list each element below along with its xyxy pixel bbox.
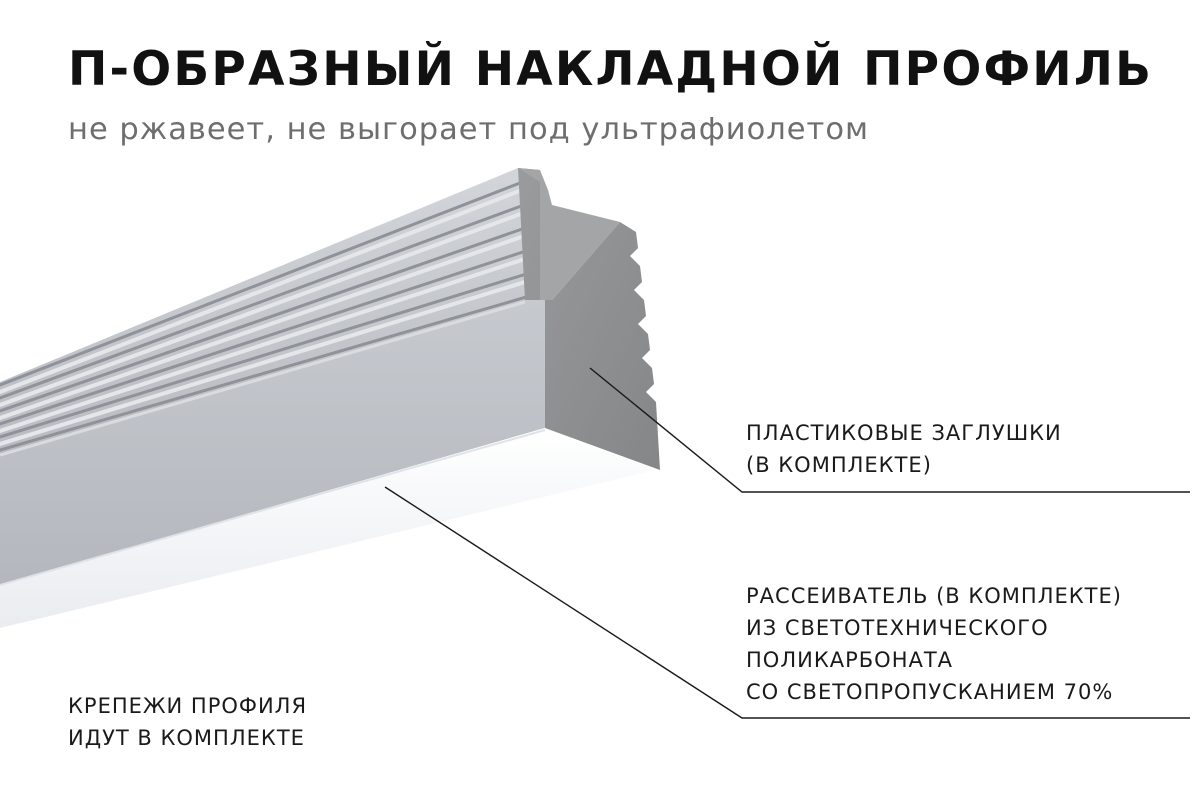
rib-shadow: [0, 269, 538, 439]
callout-line: (В КОМПЛЕКТЕ): [746, 453, 932, 477]
rib-shadow: [0, 225, 530, 413]
profile-ribs: [0, 181, 542, 452]
diffuser-leader-line: [384, 486, 1190, 719]
page-subtitle: не ржавеет, не выгорает под ультрафиолет…: [68, 112, 869, 147]
diffuser-edge: [0, 429, 546, 586]
profile-top-edge: [0, 300, 526, 457]
mounts-callout: КРЕПЕЖИ ПРОФИЛЯ ИДУТ В КОМПЛЕКТЕ: [68, 690, 307, 754]
diffuser-callout: РАССЕИВАТЕЛЬ (В КОМПЛЕКТЕ) ИЗ СВЕТОТЕХНИ…: [746, 580, 1122, 708]
rib-shadow: [0, 291, 542, 452]
end-caps-callout: ПЛАСТИКОВЫЕ ЗАГЛУШКИ (В КОМПЛЕКТЕ): [746, 417, 1062, 481]
profile-side-face: [0, 300, 545, 585]
rib-highlight: [0, 254, 536, 433]
callout-line: РАССЕИВАТЕЛЬ (В КОМПЛЕКТЕ): [746, 584, 1122, 608]
callout-line: ИДУТ В КОМПЛЕКТЕ: [68, 726, 305, 750]
callout-line: КРЕПЕЖИ ПРОФИЛЯ: [68, 694, 308, 718]
callout-line: ПОЛИКАРБОНАТА: [746, 648, 954, 672]
rib-highlight: [0, 276, 540, 446]
end-caps-leader-line: [589, 367, 1190, 493]
rib-shadow: [0, 247, 534, 426]
callout-line: ПЛАСТИКОВЫЕ ЗАГЛУШКИ: [746, 421, 1062, 445]
rib-shadow: [0, 181, 522, 387]
diffuser-strip: [0, 428, 655, 628]
rib-highlight: [0, 232, 532, 420]
rib-highlight: [0, 188, 524, 394]
rib-shadow: [0, 203, 526, 400]
callout-line: СО СВЕТОПРОПУСКАНИЕМ 70%: [746, 680, 1114, 704]
end-cap-top: [518, 168, 620, 300]
page-title: П-ОБРАЗНЫЙ НАКЛАДНОЙ ПРОФИЛЬ: [68, 42, 1154, 97]
rib-highlight: [0, 210, 528, 407]
profile-top-surface: [0, 168, 548, 455]
callout-line: ИЗ СВЕТОТЕХНИЧЕСКОГО: [746, 616, 1049, 640]
